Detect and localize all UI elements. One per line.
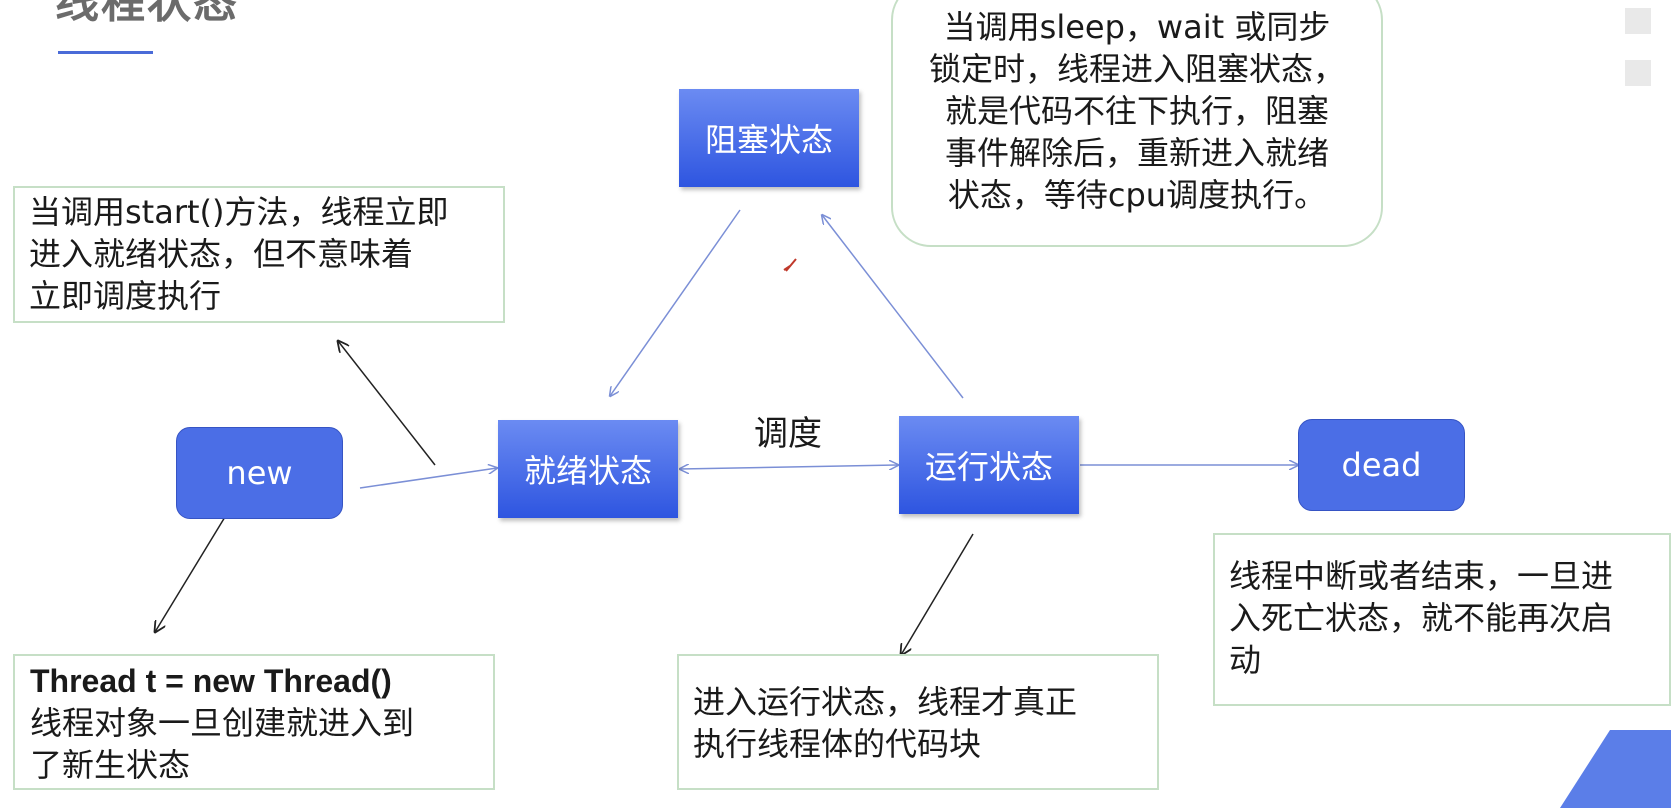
decoration-corner-shape bbox=[1560, 730, 1671, 808]
note-line: 入死亡状态，就不能再次启 bbox=[1229, 599, 1614, 637]
note-new: Thread t = new Thread() 线程对象一旦创建就进入到 了新生… bbox=[13, 654, 495, 790]
note-line: 当调用sleep，wait 或同步 bbox=[943, 8, 1331, 46]
arrow-new-to-ready bbox=[359, 468, 497, 489]
note-line: 线程中断或者结束，一旦进 bbox=[1229, 557, 1614, 595]
note-line: 线程对象一旦创建就进入到 bbox=[30, 704, 415, 742]
arrow-ready-running-schedule bbox=[680, 465, 898, 469]
note-dead: 线程中断或者结束，一旦进 入死亡状态，就不能再次启 动 bbox=[1213, 533, 1671, 706]
note-line: 事件解除后，重新进入就绪 bbox=[944, 134, 1329, 172]
note-line: 就是代码不往下执行，阻塞 bbox=[944, 92, 1329, 130]
note-running: 进入运行状态，线程才真正 执行线程体的代码块 bbox=[677, 654, 1159, 790]
state-ready: 就绪状态 bbox=[498, 420, 678, 518]
note-line: 当调用start()方法，线程立即 bbox=[29, 193, 449, 231]
note-line: 进入运行状态，线程才真正 bbox=[693, 683, 1078, 721]
decoration-square bbox=[1625, 60, 1651, 86]
state-new: new bbox=[176, 427, 343, 519]
arrow-running-to-blocked bbox=[822, 215, 964, 399]
state-dead: dead bbox=[1298, 419, 1465, 511]
note-line: 进入就绪状态，但不意味着 bbox=[29, 235, 414, 273]
title-underline bbox=[58, 51, 153, 54]
note-blocked-callout: 当调用sleep，wait 或同步 锁定时，线程进入阻塞状态， 就是代码不往下执… bbox=[891, 0, 1383, 247]
note-code-line: Thread t = new Thread() bbox=[30, 663, 392, 699]
page-title: 线程状态 bbox=[55, 0, 239, 28]
note-line: 执行线程体的代码块 bbox=[693, 725, 982, 763]
state-running: 运行状态 bbox=[899, 416, 1079, 514]
note-line: 了新生状态 bbox=[30, 746, 191, 784]
state-blocked: 阻塞状态 bbox=[679, 89, 859, 187]
note-line: 立即调度执行 bbox=[29, 277, 222, 315]
pen-cursor-icon bbox=[783, 258, 797, 272]
pointer-to-start-note bbox=[338, 341, 436, 466]
note-start: 当调用start()方法，线程立即 进入就绪状态，但不意味着 立即调度执行 bbox=[13, 186, 505, 323]
note-line: 动 bbox=[1229, 641, 1262, 679]
edge-label-schedule: 调度 bbox=[754, 414, 822, 454]
pointer-to-new-note bbox=[155, 511, 229, 632]
note-line: 状态，等待cpu调度执行。 bbox=[947, 176, 1327, 214]
decoration-square bbox=[1625, 8, 1651, 34]
note-line: 锁定时，线程进入阻塞状态， bbox=[928, 50, 1345, 88]
arrow-blocked-to-ready bbox=[610, 209, 741, 396]
pointer-to-running-note bbox=[901, 533, 974, 655]
